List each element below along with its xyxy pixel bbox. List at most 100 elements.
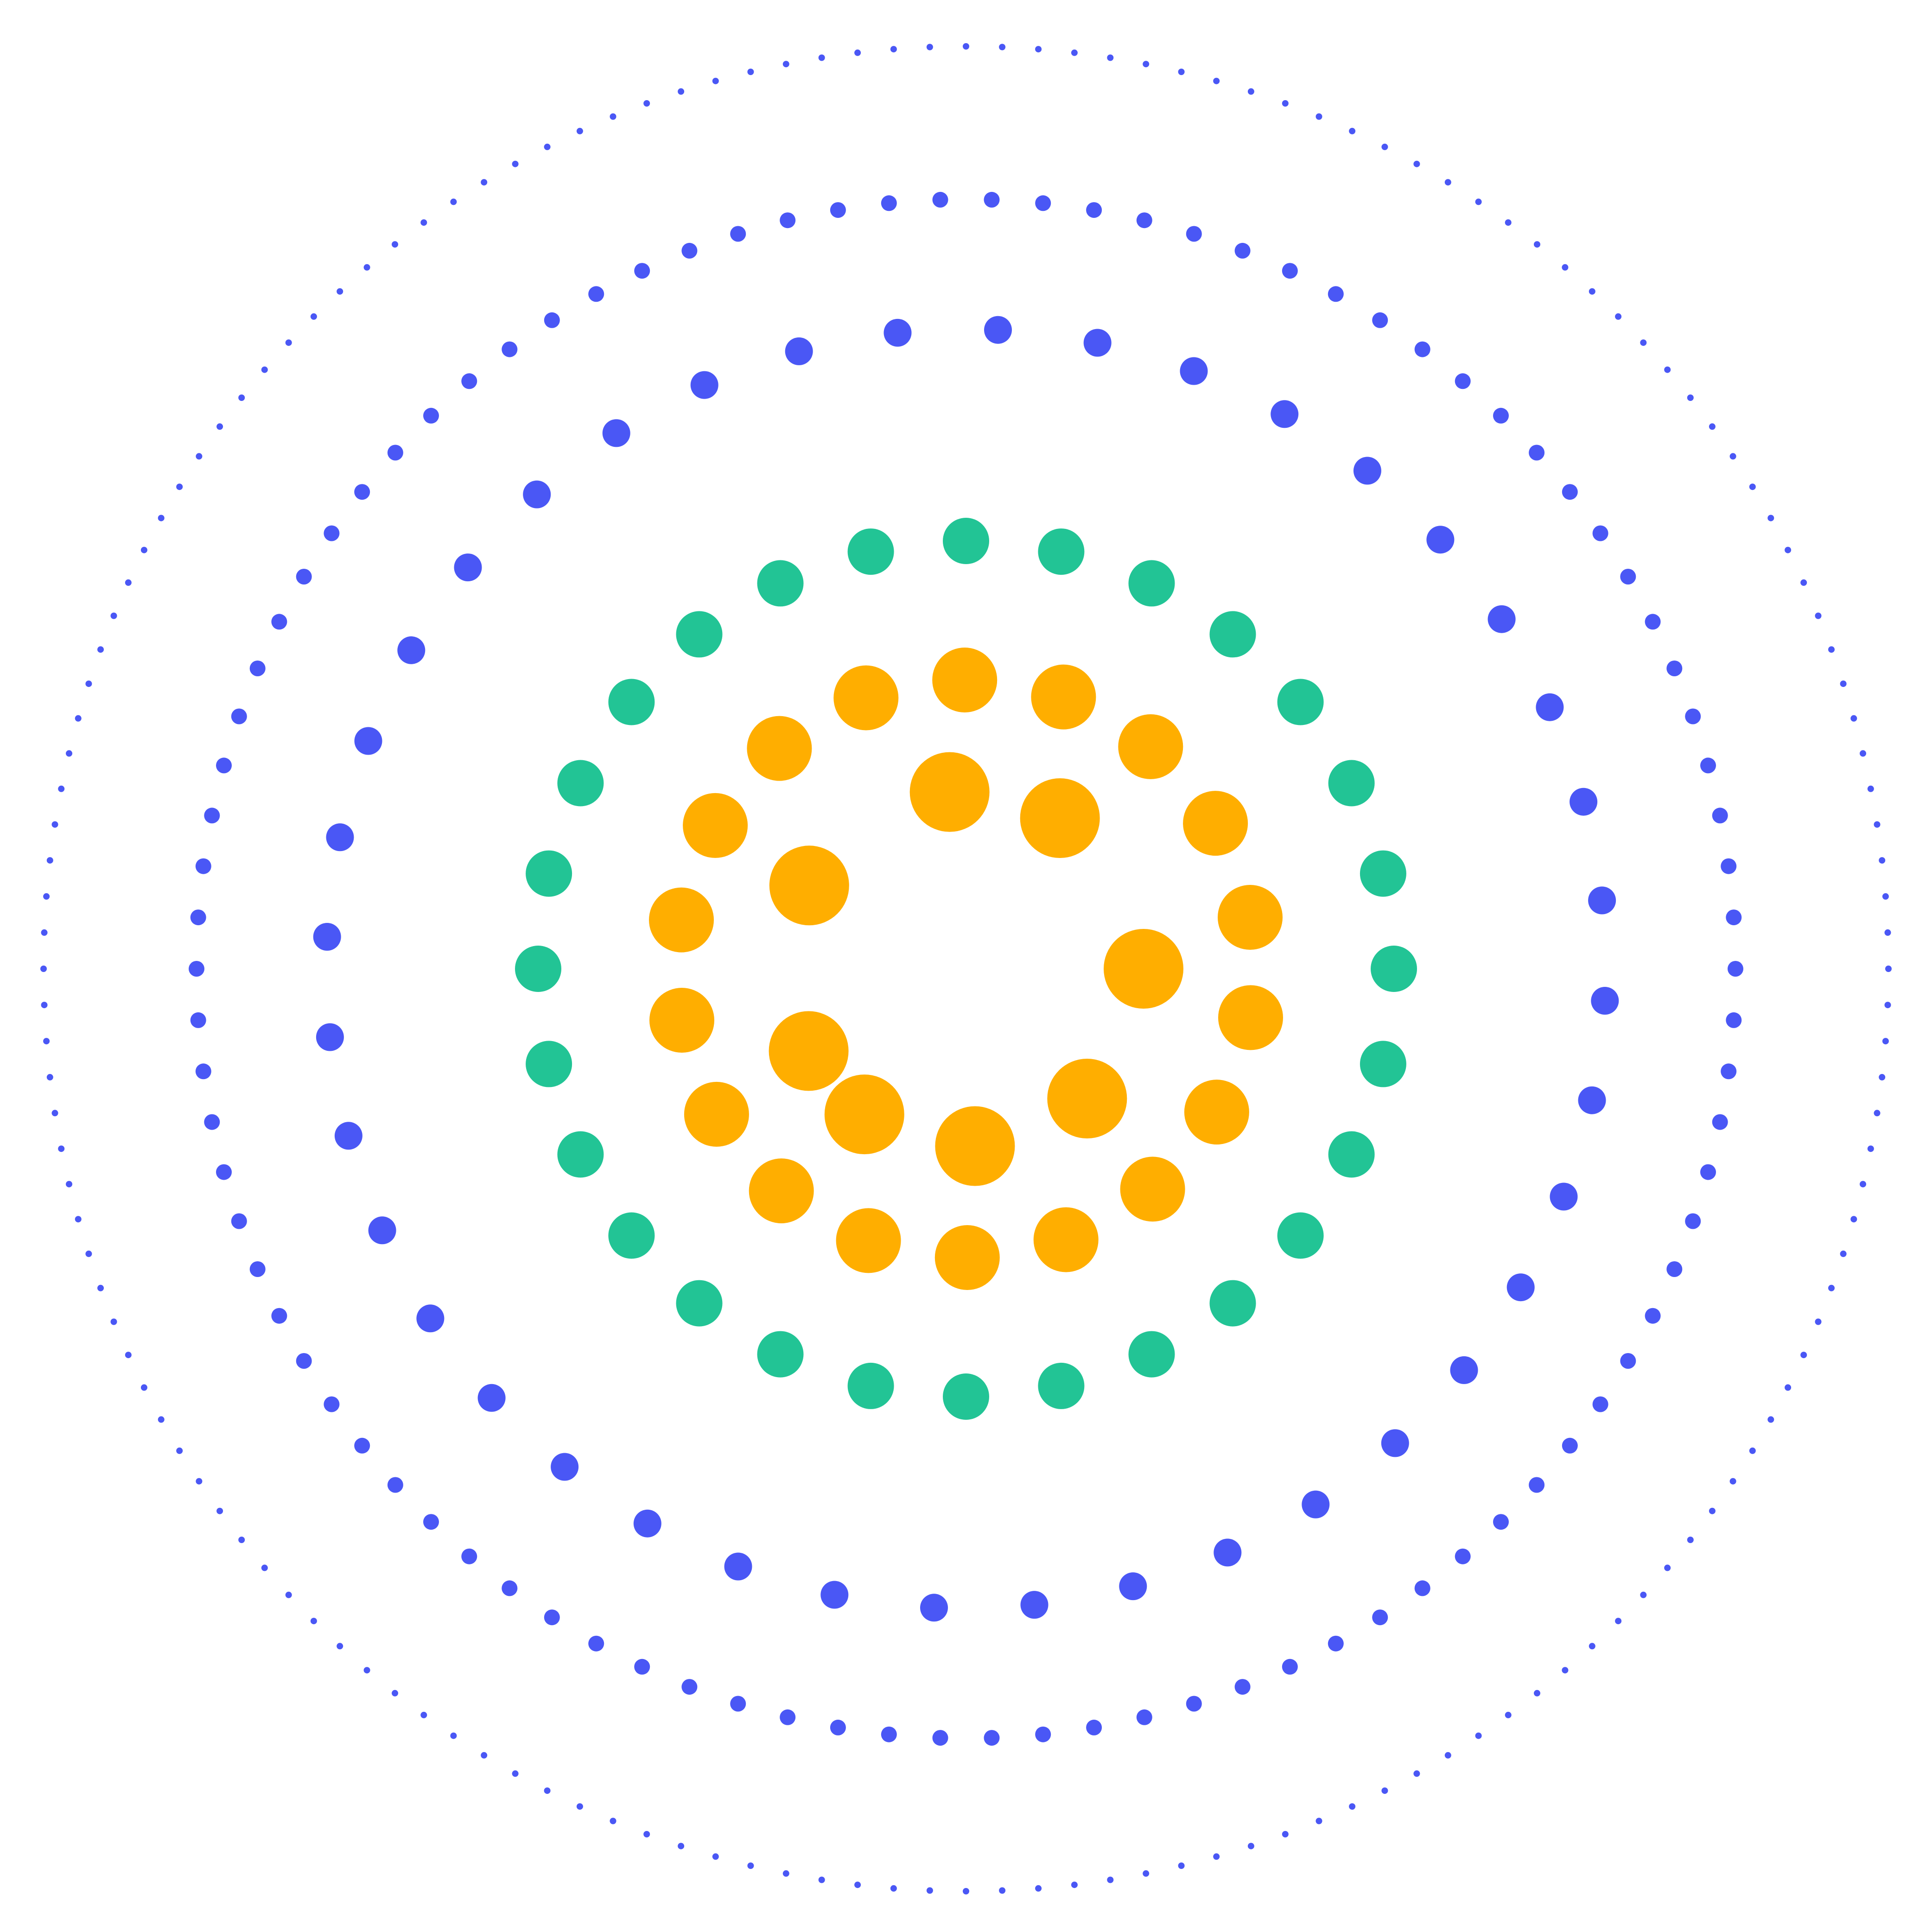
ring-6-dot: [1562, 264, 1569, 271]
ring-5-dot: [1620, 1353, 1636, 1369]
ring-6-dot: [1534, 1690, 1540, 1697]
ring-6-dot: [363, 1667, 370, 1674]
ring-5-dot: [881, 1726, 897, 1742]
ring-6-dot: [58, 785, 65, 792]
ring-6-dot: [926, 44, 933, 51]
ring-5-dot: [588, 286, 604, 302]
ring-2-dot: [934, 1225, 1000, 1290]
ring-4-dot: [1588, 886, 1616, 915]
ring-4-dot: [883, 318, 912, 347]
ring-5-dot: [1712, 1114, 1728, 1130]
ring-6-dot: [43, 1038, 50, 1045]
ring-3-dot: [1371, 946, 1417, 992]
ring-1-dot: [935, 1106, 1015, 1186]
ring-4-dot: [416, 1304, 445, 1333]
ring-4: [313, 316, 1619, 1622]
ring-5-dot: [461, 373, 477, 389]
ring-5: [189, 191, 1743, 1746]
ring-5-dot: [271, 614, 287, 630]
ring-5-dot: [1726, 1012, 1742, 1028]
ring-3-dot: [1038, 528, 1085, 575]
ring-6-dot: [1884, 1002, 1891, 1009]
ring-6-dot: [1316, 113, 1322, 120]
ring-6-dot: [392, 1690, 398, 1697]
ring-6-dot: [1882, 893, 1889, 900]
ring-6-dot: [176, 1447, 183, 1454]
ring-6-dot: [747, 1862, 754, 1869]
ring-5-dot: [544, 1609, 560, 1626]
ring-6-dot: [1828, 1284, 1835, 1291]
ring-5-dot: [730, 1696, 746, 1712]
ring-6-dot: [110, 1318, 117, 1325]
ring-5-dot: [1136, 212, 1152, 229]
ring-6-dot: [1850, 1216, 1857, 1223]
ring-5-dot: [780, 212, 796, 229]
ring-6-dot: [1687, 1537, 1694, 1543]
ring-4-dot: [1214, 1538, 1242, 1567]
ring-6-dot: [261, 1564, 268, 1571]
ring-4-dot: [1381, 1429, 1409, 1457]
ring-6-dot: [46, 1074, 53, 1080]
ring-5-dot: [1645, 614, 1661, 630]
ring-6-dot: [610, 113, 616, 120]
ring-5-dot: [830, 1719, 846, 1735]
ring-6-dot: [140, 1384, 147, 1391]
ring-6-dot: [51, 821, 58, 828]
ring-3-dot: [1360, 1041, 1406, 1087]
ring-5-dot: [1721, 858, 1737, 874]
ring-6-dot: [1879, 1074, 1886, 1080]
ring-6-dot: [1709, 1507, 1716, 1514]
ring-3-dot: [1277, 679, 1324, 725]
ring-5-dot: [296, 1353, 312, 1369]
ring-5-dot: [730, 226, 746, 242]
ring-5-dot: [681, 242, 698, 259]
ring-3-dot: [847, 528, 894, 575]
ring-1-dot: [769, 1011, 849, 1091]
ring-6-dot: [1840, 1250, 1847, 1257]
ring-5-dot: [190, 909, 206, 926]
ring-2-dot: [683, 793, 748, 858]
ring-6-dot: [41, 929, 48, 936]
ring-4-dot: [1570, 788, 1598, 816]
ring-5-dot: [1700, 757, 1716, 774]
ring-4-dot: [316, 1023, 344, 1051]
ring-5-dot: [1712, 807, 1728, 824]
ring-3-dot: [943, 518, 989, 564]
ring-4-dot: [785, 337, 813, 365]
ring-2-dot: [1031, 664, 1096, 730]
ring-6-dot: [420, 219, 427, 226]
ring-4-dot: [1450, 1356, 1478, 1384]
ring-4-dot: [368, 1216, 396, 1245]
ring-6-dot: [1800, 1352, 1807, 1359]
ring-6-dot: [310, 1618, 317, 1625]
ring-3-dot: [1360, 850, 1406, 897]
ring-5-dot: [1726, 909, 1742, 926]
ring-5-dot: [1592, 525, 1608, 541]
ring-5-dot: [461, 1548, 477, 1564]
ring-4-dot: [920, 1594, 948, 1622]
ring-6-dot: [1885, 966, 1892, 972]
ring-6-dot: [481, 179, 488, 186]
ring-6-dot: [1589, 288, 1595, 295]
ring-5-dot: [1529, 1477, 1545, 1493]
ring-3-dot: [1038, 1362, 1085, 1409]
ring-6-dot: [1282, 1831, 1289, 1837]
ring-6-dot: [678, 1843, 685, 1849]
ring-6-dot: [1475, 1732, 1482, 1739]
ring-6-dot: [1413, 160, 1420, 167]
ring-6-dot: [66, 1181, 72, 1188]
ring-5-dot: [1414, 1580, 1430, 1596]
ring-5-dot: [780, 1709, 796, 1725]
ring-4-dot: [724, 1552, 752, 1581]
ring-4-dot: [334, 1122, 362, 1150]
ring-3-dot: [526, 1041, 572, 1087]
ring-6-dot: [140, 547, 147, 553]
ring-6-dot: [337, 1643, 343, 1650]
ring-6-dot: [576, 127, 583, 134]
rings-group: [40, 43, 1892, 1894]
ring-5-dot: [881, 195, 897, 211]
ring-2-dot: [749, 1158, 814, 1224]
ring-5-dot: [1186, 1696, 1202, 1712]
